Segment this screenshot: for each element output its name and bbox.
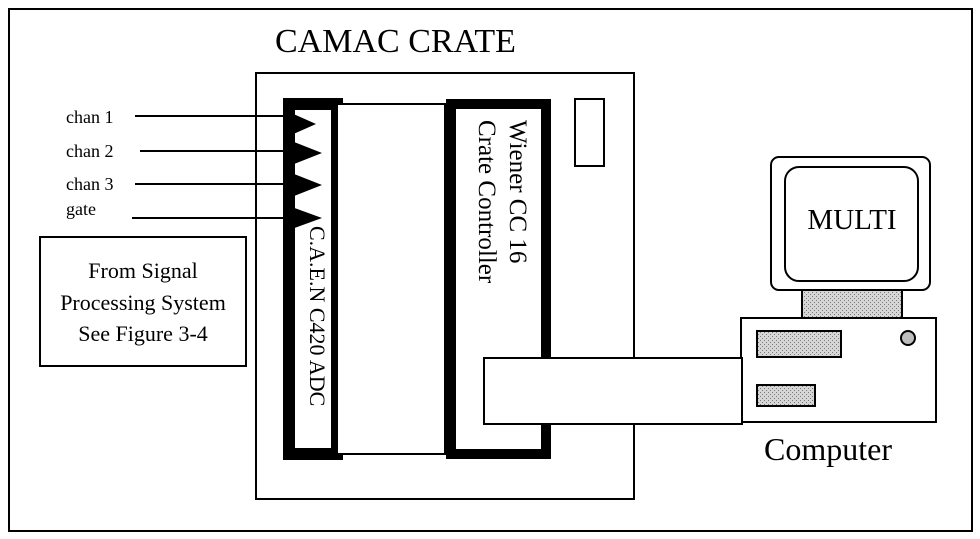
input-label-chan-1: chan 1 bbox=[66, 108, 113, 126]
drive-bay-1 bbox=[757, 331, 841, 357]
power-button-icon bbox=[901, 331, 915, 345]
input-label-chan-3: chan 3 bbox=[66, 175, 113, 193]
drive-bay-2 bbox=[757, 385, 815, 406]
source-box-line-3: See Figure 3-4 bbox=[53, 323, 233, 345]
indicator-box bbox=[575, 99, 604, 166]
empty-slot-module bbox=[337, 104, 445, 454]
monitor-stand bbox=[802, 290, 902, 318]
input-label-chan-2: chan 2 bbox=[66, 142, 113, 160]
data-cable bbox=[484, 358, 742, 424]
controller-label-line-2: Crate Controller bbox=[474, 120, 499, 283]
source-box-line-2: Processing System bbox=[42, 292, 244, 314]
controller-label-line-1: Wiener CC 16 bbox=[505, 120, 530, 263]
adc-module-label: C.A.E.N C420 ADC bbox=[306, 226, 328, 406]
input-label-gate: gate bbox=[66, 200, 96, 218]
crate-title: CAMAC CRATE bbox=[275, 25, 516, 59]
monitor-screen-text: MULTI bbox=[792, 206, 912, 235]
computer-label: Computer bbox=[764, 433, 892, 465]
source-box-line-1: From Signal bbox=[53, 260, 233, 282]
